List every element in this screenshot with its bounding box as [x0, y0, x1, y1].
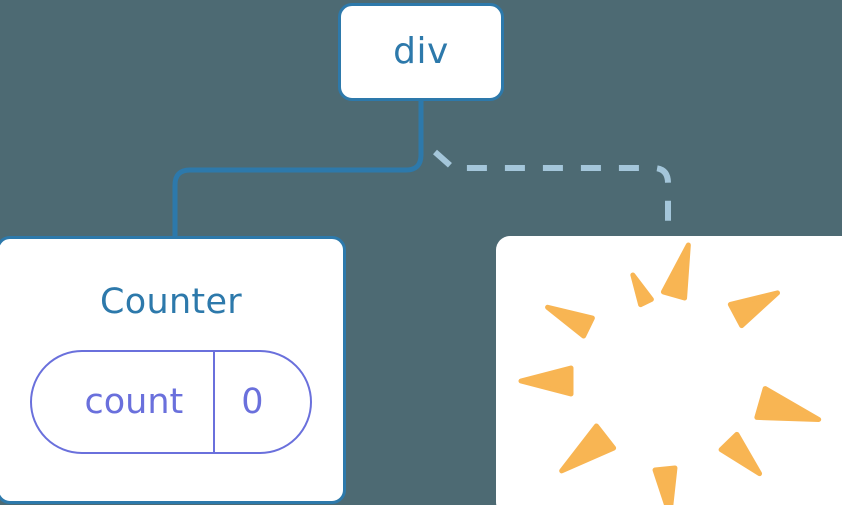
edge-div-to-sparkle: [433, 149, 671, 240]
node-counter[interactable]: Counter count 0: [0, 236, 346, 504]
sparkle-ray-6: [754, 386, 822, 423]
node-sparkle[interactable]: [496, 236, 842, 505]
state-badge-key: count: [32, 352, 216, 452]
sparkle-ray-9: [652, 465, 678, 505]
node-div-label: div: [393, 31, 449, 72]
state-badge-count[interactable]: count 0: [30, 350, 312, 454]
sparkle-ray-8: [718, 431, 763, 477]
sparkle-burst-icon: [518, 242, 822, 505]
sparkle-ray-7: [559, 423, 617, 474]
node-counter-title: Counter: [100, 282, 242, 322]
node-div[interactable]: div: [338, 3, 504, 101]
sparkle-ray-4: [545, 304, 595, 339]
sparkle-ray-5: [518, 365, 574, 397]
sparkle-ray-3: [727, 290, 780, 329]
state-badge-value: 0: [241, 382, 264, 422]
sparkle-ray-2: [630, 272, 654, 308]
edge-div-to-counter: [172, 98, 424, 243]
sparkle-ray-1: [660, 242, 691, 301]
